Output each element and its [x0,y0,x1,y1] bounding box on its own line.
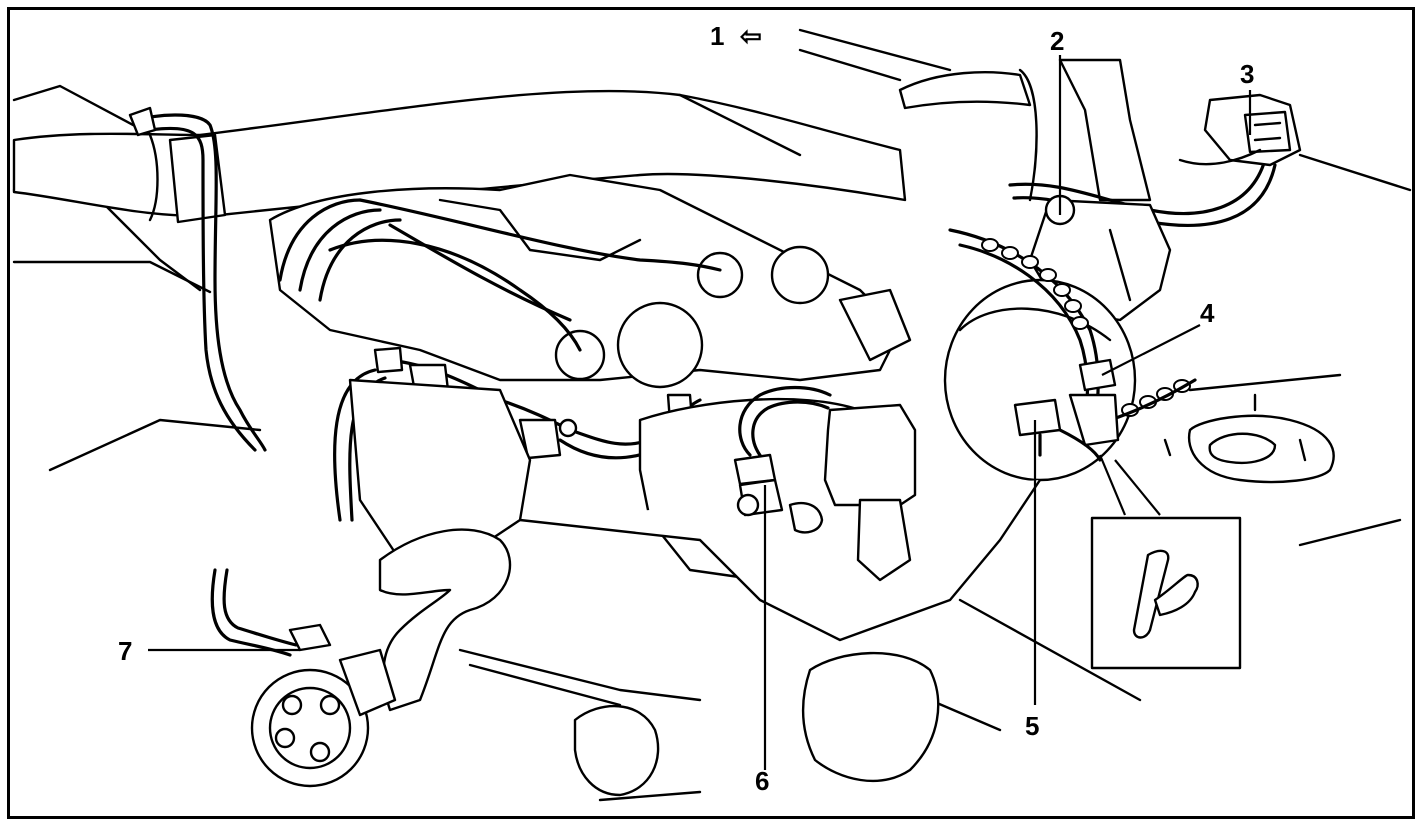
egr-valve [733,385,832,534]
alternator [573,651,940,797]
callout-2: 2 [1050,26,1064,56]
air-intake-duct [12,89,907,224]
leader-lines [148,55,1252,770]
callout-6: 6 [755,766,769,796]
left-vacuum-hose [128,106,267,452]
callouts: 1 ⇦ 2 3 4 5 6 7 [118,21,1254,796]
cylinder-head [268,173,912,389]
top-air-hose [898,58,1152,202]
callout-3: 3 [1240,59,1254,89]
callout-4: 4 [1200,298,1215,328]
inset-t-fitting [1090,454,1242,670]
callout-5: 5 [1025,711,1039,741]
radiator-hose [378,528,512,712]
ignition-coil [823,403,917,582]
wire-harness [948,228,1197,447]
diagram-frame [7,7,1415,819]
strut-tower [1163,393,1335,484]
callout-7: 7 [118,636,132,666]
ps-pump-pulley [210,568,397,788]
arrow-left-icon: ⇦ [740,21,762,51]
spark-plug-wires [278,198,722,352]
callout-1: 1 [710,21,724,51]
sensor-cluster [1013,398,1102,462]
